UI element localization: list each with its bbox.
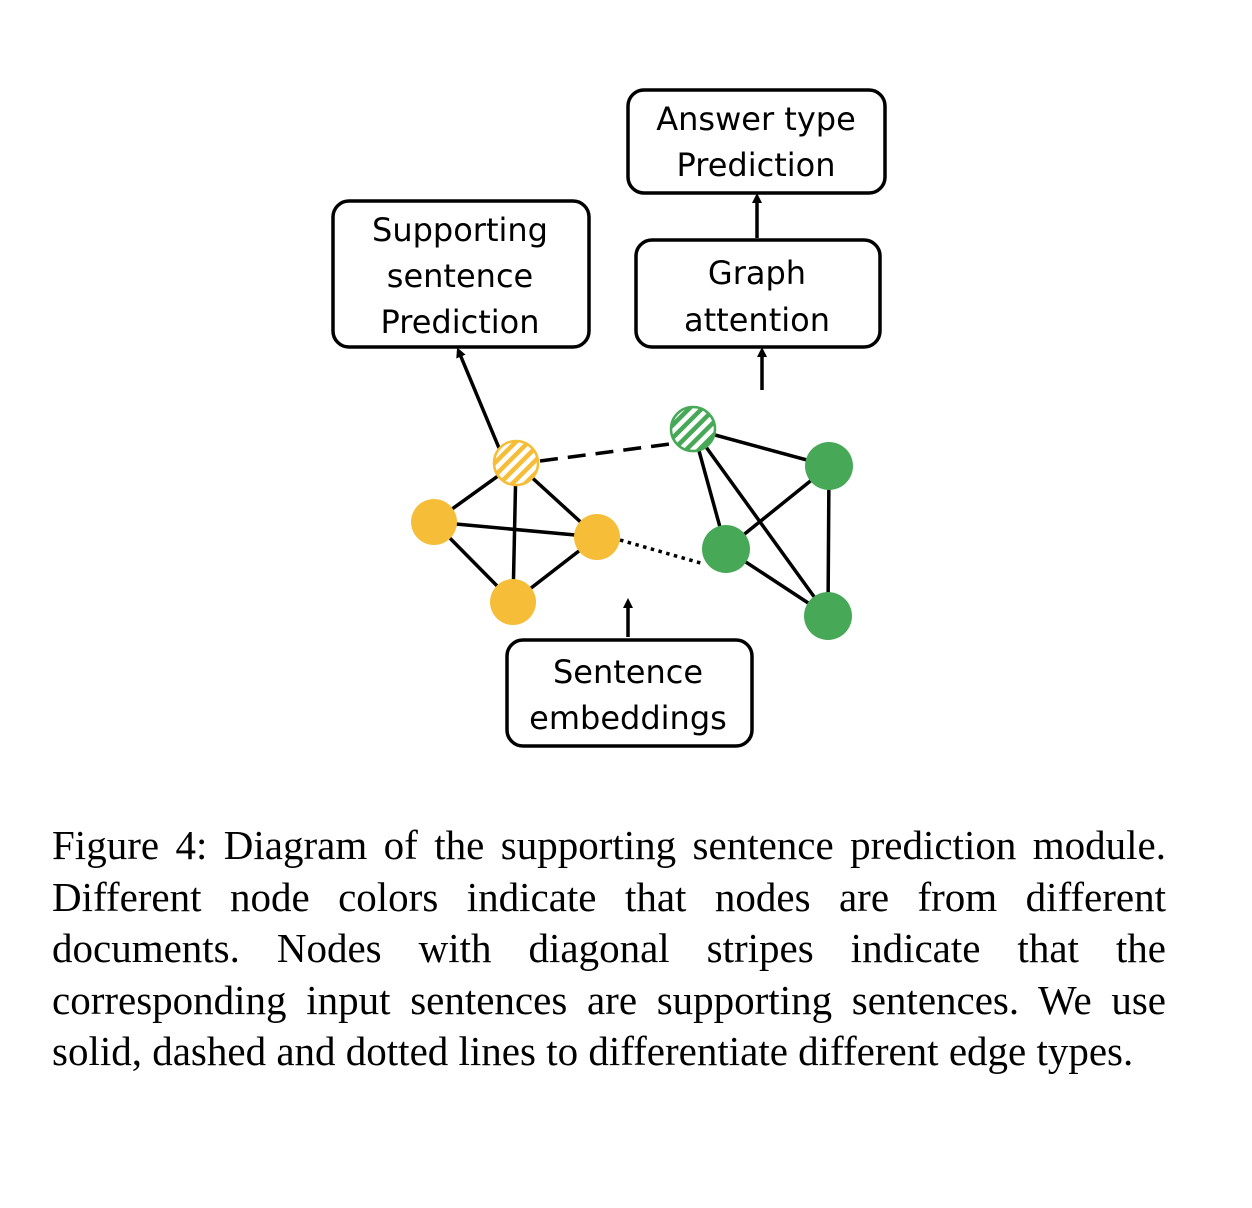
answer-type-prediction-box: Answer type Prediction: [626, 88, 887, 195]
node-green-supporting: [669, 405, 717, 453]
sentence-embeddings-line-2: embeddings: [529, 699, 727, 737]
node-green: [805, 442, 853, 490]
node-yellow: [574, 514, 620, 560]
supporting-line-1: Supporting: [372, 211, 548, 249]
node-green: [804, 592, 852, 640]
node-yellow: [490, 579, 536, 625]
figure-caption: Figure 4: Diagram of the supporting sent…: [52, 822, 1166, 1074]
edge-dashed: [539, 442, 671, 463]
answer-type-line-2: Prediction: [677, 146, 836, 184]
answer-type-line-1: Answer type: [656, 100, 856, 138]
arrow-supporting-node-to-supporting-prediction: [456, 347, 501, 449]
edge-dotted: [619, 538, 705, 566]
diagram: Answer type Prediction Supporting senten…: [331, 88, 887, 748]
edge-solid: [826, 465, 831, 617]
edge-solid: [433, 520, 598, 539]
node-yellow: [411, 499, 457, 545]
supporting-line-2: sentence: [387, 257, 533, 295]
supporting-line-3: Prediction: [381, 303, 540, 341]
node-green: [702, 525, 750, 573]
graph-attention-box: Graph attention: [634, 238, 882, 349]
sentence-embeddings-box: Sentence embeddings: [505, 638, 754, 748]
node-yellow-supporting: [492, 439, 540, 487]
supporting-sentence-prediction-box: Supporting sentence Prediction: [331, 199, 591, 349]
graph-attention-line-1: Graph: [708, 254, 806, 292]
graph-attention-line-2: attention: [684, 301, 830, 339]
nodes: [411, 405, 853, 640]
sentence-embeddings-line-1: Sentence: [553, 653, 703, 691]
